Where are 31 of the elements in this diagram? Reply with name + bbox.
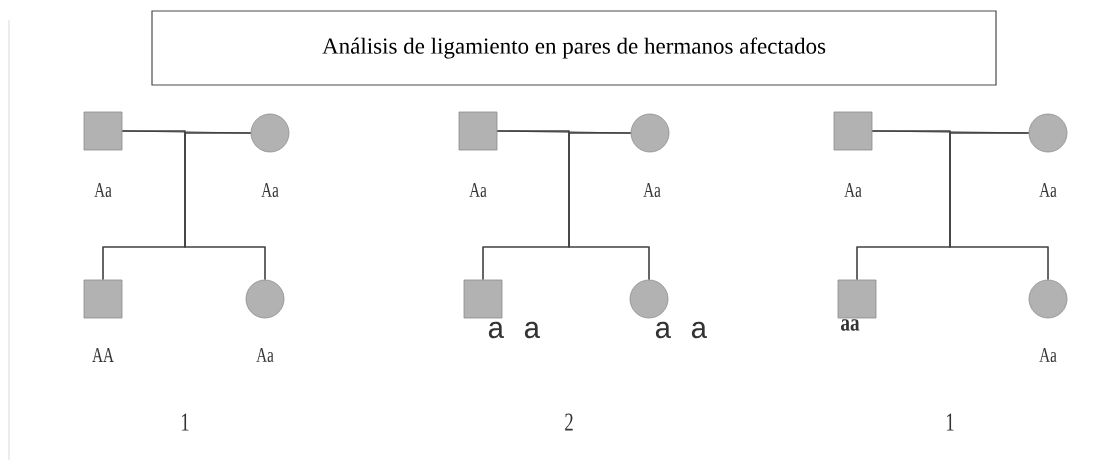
- female-circle: [630, 113, 670, 153]
- female-circle: [250, 113, 290, 153]
- genotype-label: a a: [655, 321, 707, 339]
- female-circle: [245, 279, 285, 319]
- genotype-label: Aa: [1039, 347, 1057, 363]
- pedigree-line: [184, 132, 266, 281]
- female-circle: [1028, 113, 1068, 153]
- male-square: [458, 111, 498, 151]
- family-number: 1: [181, 413, 189, 431]
- genotype-label: Aa: [643, 182, 661, 198]
- female-circle: [629, 279, 669, 319]
- genotype-label: Aa: [1039, 182, 1057, 198]
- male-square: [83, 279, 123, 319]
- pedigree-line: [949, 132, 1049, 281]
- male-square: [83, 111, 123, 151]
- genotype-label: Aa: [261, 182, 279, 198]
- genotype-label: Aa: [256, 347, 274, 363]
- pedigree-line: [568, 132, 650, 281]
- genotype-label: aa: [841, 319, 860, 331]
- genotype-label: Aa: [844, 182, 862, 198]
- title-box: Análisis de ligamiento en pares de hermanos afectados: [151, 10, 997, 86]
- family-number: 1: [947, 413, 954, 431]
- family-number: 2: [565, 413, 573, 431]
- genotype-label: Aa: [469, 182, 487, 198]
- male-square: [833, 111, 873, 151]
- genotype-label: AA: [92, 348, 114, 362]
- male-square: [463, 279, 503, 319]
- male-square: [837, 279, 877, 319]
- female-circle: [1028, 279, 1068, 319]
- genotype-label: a a: [488, 321, 540, 339]
- genotype-label: Aa: [94, 182, 112, 198]
